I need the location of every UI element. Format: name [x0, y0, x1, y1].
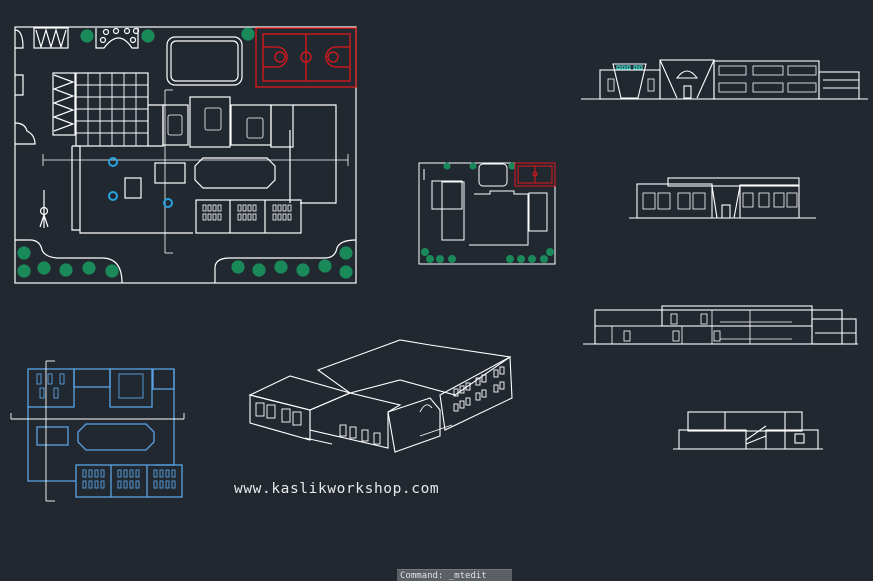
rear-elevation[interactable] [629, 177, 816, 219]
first-floor-plan-blue[interactable] [10, 360, 185, 502]
watermark-text: www.kaslikworkshop.com [234, 481, 440, 497]
site-plan-small[interactable] [418, 162, 556, 265]
side-section[interactable] [583, 305, 858, 345]
end-elevation[interactable] [673, 411, 823, 450]
isometric-3d-view[interactable] [248, 339, 513, 453]
command-line[interactable]: Command: _mtedit [397, 569, 512, 581]
front-elevation[interactable] [581, 59, 868, 100]
basketball-court[interactable] [255, 27, 357, 88]
site-plan-ground-floor[interactable] [14, 26, 357, 284]
